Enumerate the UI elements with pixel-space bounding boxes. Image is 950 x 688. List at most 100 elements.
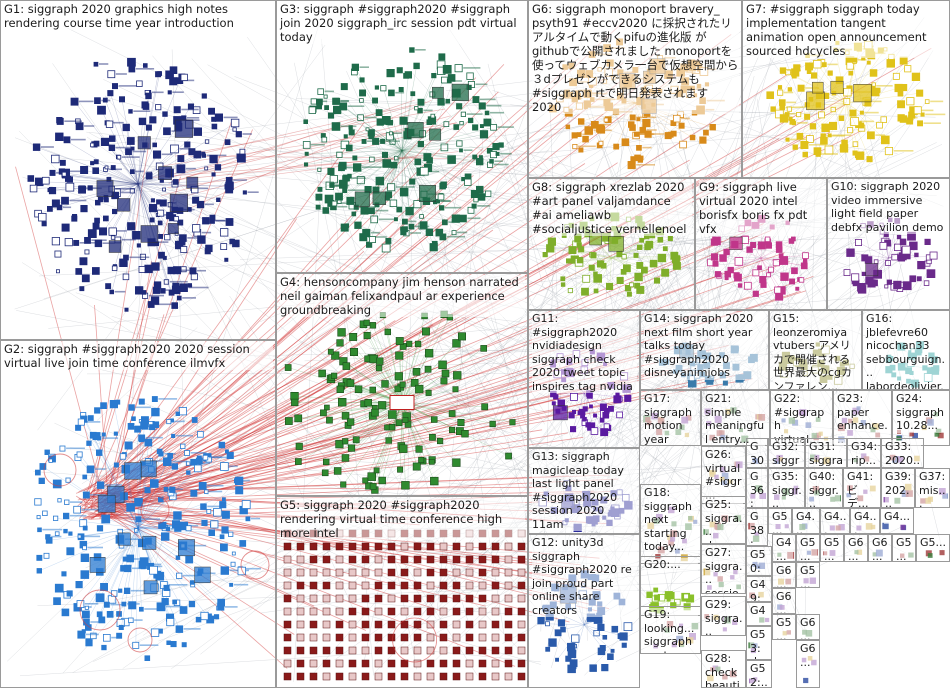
node	[221, 526, 229, 534]
node	[335, 192, 343, 201]
edge-line	[366, 335, 403, 403]
edge-line	[132, 148, 139, 185]
edge-line	[401, 315, 425, 403]
edge-line-strong	[79, 509, 486, 607]
node	[471, 203, 477, 209]
node	[791, 68, 800, 77]
node-label-mark	[494, 160, 503, 162]
node	[472, 96, 480, 103]
node	[110, 235, 116, 240]
node	[196, 200, 205, 209]
group-label: G52:...	[750, 662, 769, 687]
edge-line	[568, 257, 612, 262]
node-label-mark	[681, 117, 690, 120]
node	[348, 129, 355, 136]
edge-line-strong	[108, 310, 488, 508]
node	[867, 131, 875, 140]
group-box-g1: G1: siggraph 2020 graphics high notes re…	[0, 0, 276, 340]
node	[456, 103, 463, 110]
node-label-mark	[156, 241, 169, 243]
node	[453, 371, 462, 380]
edge-line-strong	[106, 491, 610, 610]
edge-line	[760, 257, 778, 291]
node	[331, 122, 341, 131]
node	[880, 116, 888, 123]
node-avatar	[407, 122, 424, 139]
node	[657, 253, 667, 263]
node	[150, 296, 160, 305]
node	[417, 107, 423, 114]
node-label-mark	[930, 100, 944, 103]
node	[884, 146, 893, 156]
node-label-mark	[71, 138, 86, 141]
node	[141, 290, 147, 295]
node	[42, 176, 50, 185]
edge-line	[111, 147, 139, 185]
node	[75, 122, 84, 131]
node-avatar	[158, 166, 172, 180]
group-box-g53: G53: day...	[746, 626, 772, 660]
node	[472, 124, 479, 131]
node-label-mark	[857, 59, 867, 61]
node	[201, 151, 206, 156]
group-label: G4...	[854, 510, 877, 533]
node	[800, 140, 809, 149]
node-label-mark	[133, 110, 151, 112]
node	[369, 483, 377, 490]
node	[372, 97, 378, 104]
node	[138, 265, 146, 273]
node-label-mark	[195, 187, 208, 190]
edge-line	[844, 102, 847, 144]
node	[220, 243, 228, 251]
node	[90, 161, 95, 166]
node	[924, 238, 931, 245]
node	[163, 279, 170, 285]
edge-line	[126, 127, 139, 185]
node	[47, 205, 53, 212]
edge-line	[105, 100, 139, 185]
node	[44, 449, 50, 455]
node	[29, 184, 38, 193]
node	[923, 280, 930, 286]
group-box-g40: G40: siggr...	[805, 468, 843, 508]
node-avatar	[451, 83, 469, 101]
edge-line-strong	[91, 372, 747, 518]
node	[459, 121, 464, 126]
node	[636, 144, 642, 151]
edge-line	[108, 179, 139, 185]
group-box-g8: G8: siggraph xrezlab 2020 #art panel val…	[528, 178, 695, 310]
group-box-g5: G5: siggraph 2020 #siggraph2020 renderin…	[276, 496, 528, 688]
node	[242, 190, 247, 195]
group-box-g13: G13: siggraph magicleap today last light…	[528, 448, 640, 534]
node	[284, 417, 293, 425]
node	[92, 167, 100, 175]
node	[148, 203, 158, 213]
edge-line	[258, 145, 518, 266]
node	[72, 213, 78, 220]
node-label-mark	[480, 98, 496, 101]
edge-line	[845, 102, 861, 156]
node	[128, 109, 133, 114]
node	[151, 396, 158, 402]
node	[374, 85, 380, 90]
node	[788, 238, 795, 244]
node	[490, 124, 497, 131]
node	[616, 411, 623, 419]
node-label-mark	[181, 108, 199, 111]
node-label-mark	[187, 117, 200, 119]
node	[347, 444, 356, 452]
node	[310, 98, 317, 105]
node	[757, 241, 766, 250]
node	[626, 291, 632, 297]
node	[93, 140, 100, 147]
node-label-mark	[457, 231, 468, 234]
group-label: G33: 2020...	[885, 440, 921, 467]
node	[710, 238, 719, 246]
node-avatar	[865, 263, 879, 277]
node	[364, 398, 372, 407]
edge-line-strong	[107, 286, 155, 496]
node	[478, 102, 486, 110]
group-label: G49: am...	[750, 578, 769, 601]
node	[167, 266, 175, 275]
node	[639, 155, 644, 161]
